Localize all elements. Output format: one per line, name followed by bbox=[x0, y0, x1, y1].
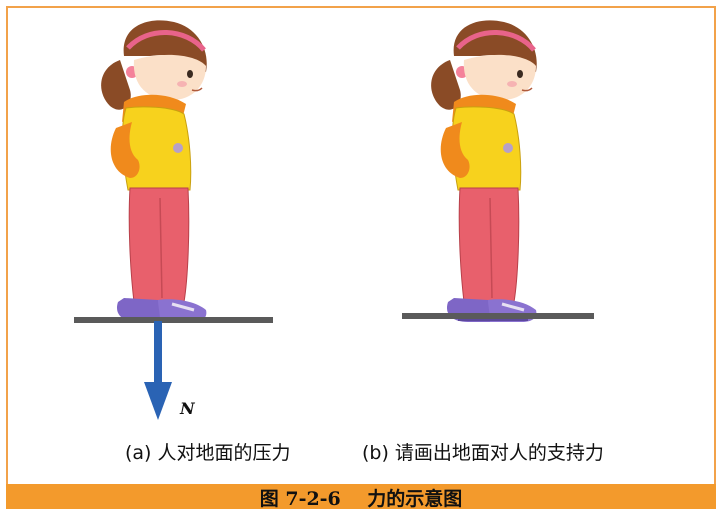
subfigure-a-label: (a) 人对地面的压力 bbox=[125, 442, 291, 464]
subfigure-b-label: (b) 请画出地面对人的支持力 bbox=[362, 442, 604, 464]
force-label-n: N bbox=[180, 399, 195, 418]
figure-illustration bbox=[74, 0, 594, 420]
force-arrow-n bbox=[144, 321, 172, 420]
ground-line-a bbox=[74, 317, 273, 323]
figure-caption: 图 7-2-6 力的示意图 bbox=[259, 488, 463, 510]
girl-figure-a bbox=[101, 20, 207, 322]
ground-line-b bbox=[402, 313, 594, 319]
caption-band: 图 7-2-6 力的示意图 bbox=[6, 484, 716, 510]
girl-figure-b bbox=[431, 20, 537, 322]
